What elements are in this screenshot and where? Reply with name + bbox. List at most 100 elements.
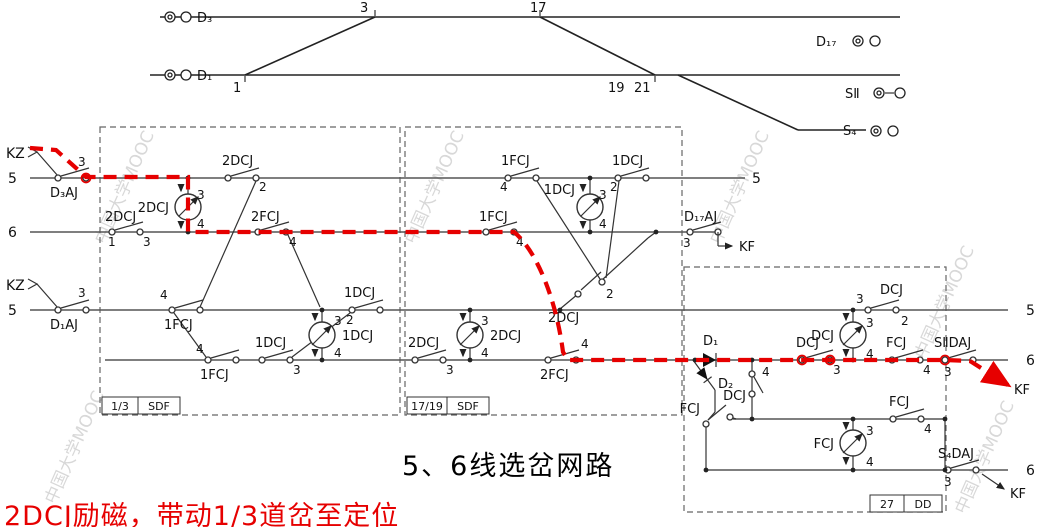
bus-wires: 5 6 5 5 5 6 6 KZ KZ bbox=[6, 146, 1035, 479]
box2-name: SDF bbox=[457, 400, 479, 413]
kf1-label: KF bbox=[739, 240, 755, 255]
diode-d2-label: D₂ bbox=[718, 377, 733, 392]
lb-2fcj-label: 2FCJ bbox=[251, 210, 280, 225]
relay-contact-1fcj-w6 bbox=[204, 349, 240, 364]
lb-1dcj-coil-top: 3 bbox=[334, 314, 342, 328]
lb-1dcj-coil-label: 1DCJ bbox=[342, 329, 373, 344]
lb-1dcj5-terminal: 2 bbox=[346, 313, 354, 327]
mb-2fcj6-label: 2FCJ bbox=[540, 368, 569, 383]
rb-dcj6-terminal: 3 bbox=[833, 363, 841, 377]
rb-fcjb-terminal: 4 bbox=[924, 422, 932, 436]
mb-1fcj6-label: 1FCJ bbox=[479, 210, 508, 225]
kf3-label: KF bbox=[1010, 487, 1026, 502]
rb-dcj-coil-bot: 4 bbox=[866, 347, 874, 361]
box1-name: SDF bbox=[148, 400, 170, 413]
box3-num: 27 bbox=[880, 498, 894, 511]
rb-fcj-coil-top: 3 bbox=[866, 424, 874, 438]
signal-d1: D₁ bbox=[164, 69, 212, 84]
lb-1dcj5-label: 1DCJ bbox=[344, 286, 375, 301]
box3-name: DD bbox=[915, 498, 932, 511]
lb-1dcj6-terminal: 3 bbox=[293, 363, 301, 377]
s2daj-label: SⅡDAJ bbox=[934, 336, 971, 351]
mb-2dcj-coil-label: 2DCJ bbox=[490, 329, 521, 344]
route-kf-branch bbox=[968, 359, 1012, 388]
d17aj-label: D₁₇AJ bbox=[684, 210, 717, 225]
diagram-caption: 2DCJ励磁，带动1/3道岔至定位 bbox=[4, 501, 400, 527]
rb-fcj-coil-bot: 4 bbox=[866, 455, 874, 469]
mb-2dcj-diag-label: 2DCJ bbox=[548, 311, 579, 326]
box-1-3-sdf bbox=[99, 126, 401, 416]
wire5b-left-label: 5 bbox=[8, 303, 17, 319]
mb-2dcj6-terminal: 3 bbox=[446, 363, 454, 377]
signal-s4: S₄ bbox=[843, 124, 899, 139]
relay-contact-1dcj-w6 bbox=[258, 349, 294, 364]
track-layout: D₃ D₁ D₁₇ SⅡ S₄ 3 17 1 19 21 bbox=[150, 1, 906, 139]
energized-route bbox=[29, 145, 1012, 388]
relay-contact-2dcj-w5 bbox=[224, 167, 260, 182]
s2daj-terminal: 3 bbox=[944, 365, 952, 379]
turnout-label-17: 17 bbox=[530, 1, 547, 16]
mb-2dcj6-label: 2DCJ bbox=[408, 336, 439, 351]
rb-dcj5-terminal2: 2 bbox=[901, 314, 909, 328]
rb-fcj-coil-label: FCJ bbox=[814, 437, 834, 452]
mb-1fcj5-label: 1FCJ bbox=[501, 154, 530, 169]
s4daj-terminal: 3 bbox=[944, 475, 952, 489]
junction-dots bbox=[185, 175, 948, 473]
diode-d1-label: D₁ bbox=[703, 334, 718, 349]
lb-2dcj6-label: 2DCJ bbox=[105, 210, 136, 225]
relay-coil-fcj bbox=[839, 419, 867, 470]
d3aj-terminal: 3 bbox=[78, 155, 86, 169]
wire6-right-label: 6 bbox=[1026, 353, 1035, 369]
signal-d3: D₃ bbox=[164, 11, 212, 26]
turnout-label-3: 3 bbox=[360, 1, 368, 16]
lb-2fcj-terminal: 4 bbox=[289, 235, 297, 249]
relay-coil-2dcj-m bbox=[456, 310, 484, 360]
diagram-title: 5、6线选岔网路 bbox=[402, 451, 615, 482]
lb-1dcj6-label: 1DCJ bbox=[255, 336, 286, 351]
relay-contact-dcj-vert bbox=[748, 370, 764, 398]
diode-d2 bbox=[696, 367, 712, 384]
rb-dcj5-label: DCJ bbox=[880, 283, 903, 298]
signal-s2-label: SⅡ bbox=[845, 87, 860, 102]
lb-1fcj6-terminal: 4 bbox=[196, 342, 204, 356]
box-27-dd bbox=[683, 266, 947, 513]
d17aj-terminal: 3 bbox=[683, 236, 691, 250]
wire5b-right-label: 5 bbox=[1026, 303, 1035, 319]
rb-fcj-bl-label: FCJ bbox=[680, 402, 700, 417]
mb-2fcj6-terminal: 4 bbox=[581, 337, 589, 351]
signal-d17-label: D₁₇ bbox=[816, 35, 836, 50]
relay-contact-2dcj-w6 bbox=[108, 221, 144, 236]
kf2-label: KF bbox=[1014, 383, 1030, 398]
lb-2dcj6-terminal2: 3 bbox=[143, 235, 151, 249]
relay-contact-dcj-w5 bbox=[864, 299, 900, 314]
rb-dcjv-label: DCJ bbox=[723, 389, 746, 404]
lb-1fcj5-label: 1FCJ bbox=[164, 318, 193, 333]
turnout-label-1: 1 bbox=[233, 81, 241, 96]
rb-dcj5-terminal1: 3 bbox=[856, 292, 864, 306]
relay-contact-s4daj bbox=[944, 459, 1005, 490]
turnout-label-19: 19 bbox=[608, 81, 625, 96]
relay-coil-1dcj-m bbox=[576, 178, 604, 232]
kz-feed-mid: KZ bbox=[6, 278, 59, 309]
relay-contact-1dcj-w5 bbox=[348, 299, 384, 314]
turnout-label-21: 21 bbox=[634, 81, 651, 96]
wire6c-right-label: 6 bbox=[1026, 463, 1035, 479]
kz1-label: KZ bbox=[6, 146, 25, 162]
d1aj-terminal: 3 bbox=[78, 286, 86, 300]
mb-2dcj-coil-top: 3 bbox=[481, 314, 489, 328]
wire5-right-label: 5 bbox=[752, 171, 761, 187]
mb-2dcj-diag-terminal: 2 bbox=[606, 287, 614, 301]
mb-1dcj-coil-label: 1DCJ bbox=[544, 183, 575, 198]
mb-1fcj6-terminal: 4 bbox=[516, 235, 524, 249]
signal-s2: SⅡ bbox=[845, 87, 906, 102]
watermark: 中国大学MOOC bbox=[401, 128, 469, 247]
lb-2dcj-coil-top: 3 bbox=[197, 188, 205, 202]
box1-num: 1/3 bbox=[111, 400, 129, 413]
relay-contact-d17aj bbox=[686, 221, 734, 250]
wire5-left-label: 5 bbox=[8, 171, 17, 187]
lb-1fcj5-terminal: 4 bbox=[160, 288, 168, 302]
lb-1dcj-coil-bot: 4 bbox=[334, 346, 342, 360]
relay-coil-dcj bbox=[839, 310, 867, 360]
